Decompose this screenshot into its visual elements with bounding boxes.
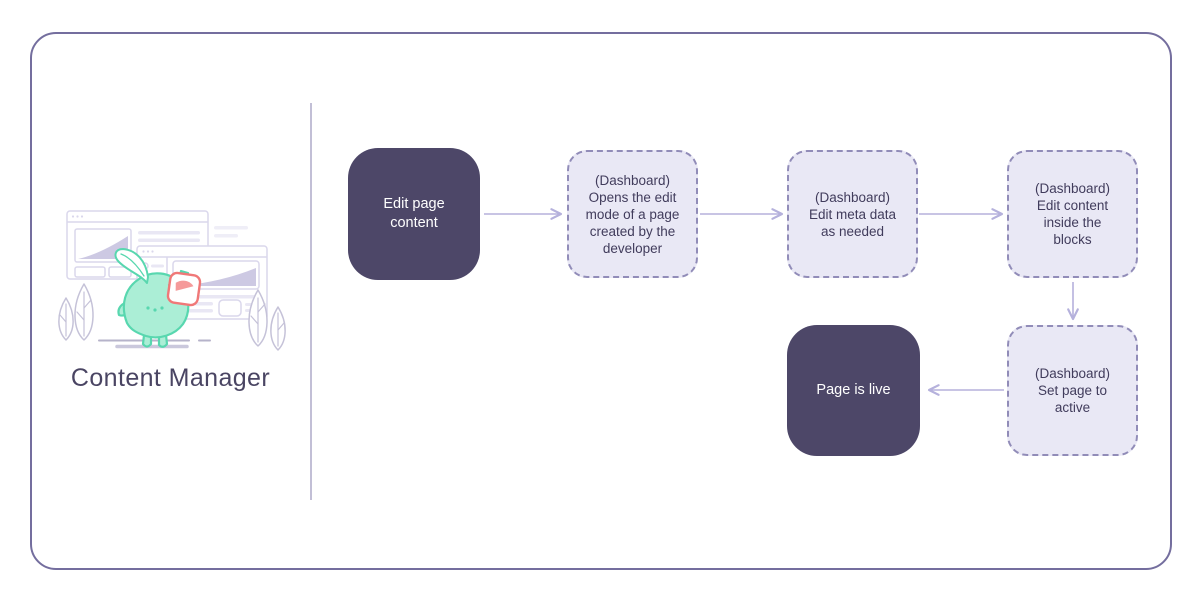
mascot-character [114,248,202,348]
flow-node-edit-page-content: Edit page content [348,148,480,280]
held-card [166,271,202,307]
vertical-divider [310,103,312,500]
flow-node-open-edit-mode: (Dashboard) Opens the edit mode of a pag… [567,150,698,278]
flow-node-edit-meta-data: (Dashboard) Edit meta data as needed [787,150,918,278]
floating-text-bars [214,226,248,238]
plant-left [58,283,94,341]
content-manager-illustration [58,210,286,351]
flow-node-page-is-live: Page is live [787,325,920,456]
panel-title: Content Manager [70,364,271,392]
flow-node-set-page-active: (Dashboard) Set page to active [1007,325,1138,456]
flow-node-edit-content-blocks: (Dashboard) Edit content inside the bloc… [1007,150,1138,278]
plant-right [248,289,286,351]
ground-lines [98,339,211,349]
